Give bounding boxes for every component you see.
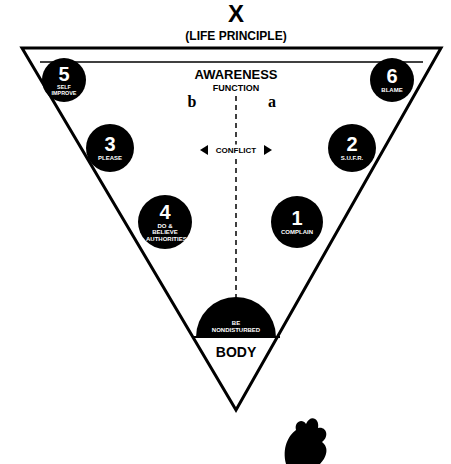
step-label: PLEASE <box>98 155 122 161</box>
diagram-label: X <box>228 0 244 28</box>
circle-shape <box>370 58 414 102</box>
circle-shape <box>271 196 323 248</box>
triangle-outline <box>22 48 441 410</box>
circle-shape <box>138 195 192 249</box>
semicircle-shape <box>196 297 276 337</box>
node-text-holder: 3PLEASE <box>86 124 134 172</box>
conflict-arrow-left <box>200 145 208 155</box>
step-label: COMPLAIN <box>281 229 313 235</box>
diagram-label: a <box>268 93 276 111</box>
step-label: SELF IMPROVE <box>45 85 83 96</box>
step-number: 5 <box>58 64 69 85</box>
node-text-holder: 1COMPLAIN <box>271 196 323 248</box>
node-text-holder: 4DO & BELIEVE AUTHORITIES <box>138 195 192 249</box>
diagram-label: CONFLICT <box>214 145 258 156</box>
step-number: 4 <box>159 202 170 223</box>
diagram-label: b <box>188 93 197 111</box>
inner-top-line <box>40 61 423 63</box>
flame-sketch <box>285 418 327 464</box>
circle-shape <box>86 124 134 172</box>
step-label: BLAME <box>381 87 402 93</box>
circle-shape <box>42 58 86 102</box>
step-circle: 6BLAME <box>370 58 414 102</box>
semicircle-node: BE NONDISTURBED <box>196 297 276 337</box>
node-text-holder: 6BLAME <box>370 58 414 102</box>
step-number: 1 <box>291 208 302 229</box>
node-text-holder: BE NONDISTURBED <box>196 297 276 337</box>
step-circle: 2S.U.F.R. <box>328 124 376 172</box>
step-number: 2 <box>346 134 357 155</box>
step-circle: 3PLEASE <box>86 124 134 172</box>
step-label: S.U.F.R. <box>341 155 363 161</box>
step-circle: 5SELF IMPROVE <box>42 58 86 102</box>
circle-shape <box>328 124 376 172</box>
conflict-arrow-right <box>264 145 272 155</box>
node-text-holder: 2S.U.F.R. <box>328 124 376 172</box>
step-circle: 1COMPLAIN <box>271 196 323 248</box>
diagram-label: FUNCTION <box>213 83 260 93</box>
node-text-holder: 5SELF IMPROVE <box>42 58 86 102</box>
step-circle: 4DO & BELIEVE AUTHORITIES <box>138 195 192 249</box>
dashed-divider <box>235 96 237 298</box>
step-number: 3 <box>104 134 115 155</box>
step-label: DO & BELIEVE AUTHORITIES <box>146 223 184 242</box>
diagram-label: (LIFE PRINCIPLE) <box>185 29 286 43</box>
diagram-label: AWARENESS <box>194 67 277 82</box>
step-label: BE NONDISTURBED <box>210 320 262 333</box>
diagram-label: BODY <box>216 344 256 360</box>
step-number: 6 <box>386 66 397 87</box>
